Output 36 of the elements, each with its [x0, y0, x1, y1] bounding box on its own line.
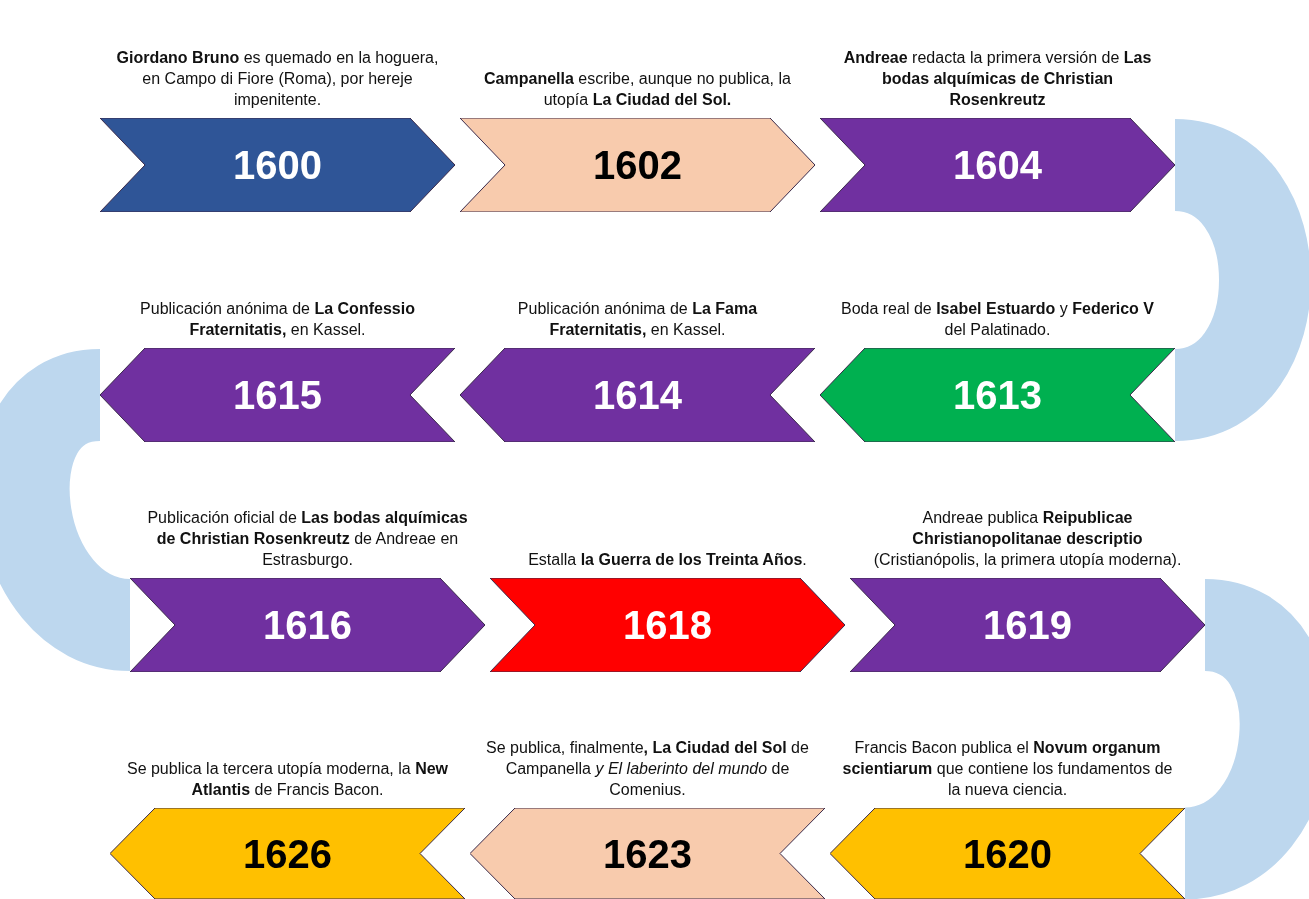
- year-label: 1613: [953, 373, 1042, 417]
- event-description: Francis Bacon publica el Novum organum scientiarum que contiene los fundamentos de la nueva ciencia.: [842, 738, 1173, 800]
- year-banner: [460, 348, 815, 442]
- year-banner: [100, 348, 455, 442]
- year-banner: [460, 118, 815, 212]
- event-description: Campanella escribe, aunque no publica, la utopía La Ciudad del Sol.: [483, 69, 792, 110]
- year-label: 1604: [953, 143, 1042, 187]
- year-banner: [130, 578, 485, 672]
- event-description: Boda real de Isabel Estuardo y Federico V del Palatinado.: [839, 299, 1155, 340]
- year-label: 1602: [593, 143, 682, 187]
- event-description: Andreae redacta la primera versión de Las bodas alquímicas de Christian Rosenkreutz: [842, 48, 1153, 110]
- year-banner: [820, 348, 1175, 442]
- event-description: Se publica la tercera utopía moderna, la New Atlantis de Francis Bacon.: [125, 759, 450, 800]
- year-banner: [820, 118, 1175, 212]
- year-label: 1600: [233, 143, 322, 187]
- year-label: 1616: [263, 603, 352, 647]
- year-label: 1623: [603, 831, 692, 876]
- year-label: 1620: [963, 831, 1052, 876]
- year-banner: [470, 808, 825, 899]
- event-description: Andreae publica Reipublicae Christianopolitanae descriptio (Cristianópolis, la primera utopía moderna).: [872, 508, 1183, 570]
- year-label: 1619: [983, 603, 1072, 647]
- event-description: Publicación oficial de Las bodas alquímicas de Christian Rosenkreutz de Andreae en Estrasburgo.: [146, 508, 469, 570]
- event-description: Estalla la Guerra de los Treinta Años.: [528, 550, 807, 570]
- event-description: Publicación anónima de La Fama Fraternitatis, en Kassel.: [516, 299, 759, 340]
- year-label: 1615: [233, 373, 322, 417]
- year-banner: [830, 808, 1185, 899]
- year-banner: [850, 578, 1205, 672]
- event-description: Se publica, finalmente, La Ciudad del Sol de Campanella y El laberinto del mundo de Comenius.: [485, 738, 810, 800]
- year-banner: [110, 808, 465, 899]
- event-description: Publicación anónima de La Confessio Fraternitatis, en Kassel.: [139, 299, 416, 340]
- year-label: 1614: [593, 373, 682, 417]
- year-banner: [490, 578, 845, 672]
- year-label: 1626: [243, 831, 332, 876]
- event-description: Giordano Bruno es quemado en la hoguera, en Campo di Fiore (Roma), por hereje impenitente.: [115, 48, 440, 110]
- year-banner: [100, 118, 455, 212]
- year-label: 1618: [623, 603, 712, 647]
